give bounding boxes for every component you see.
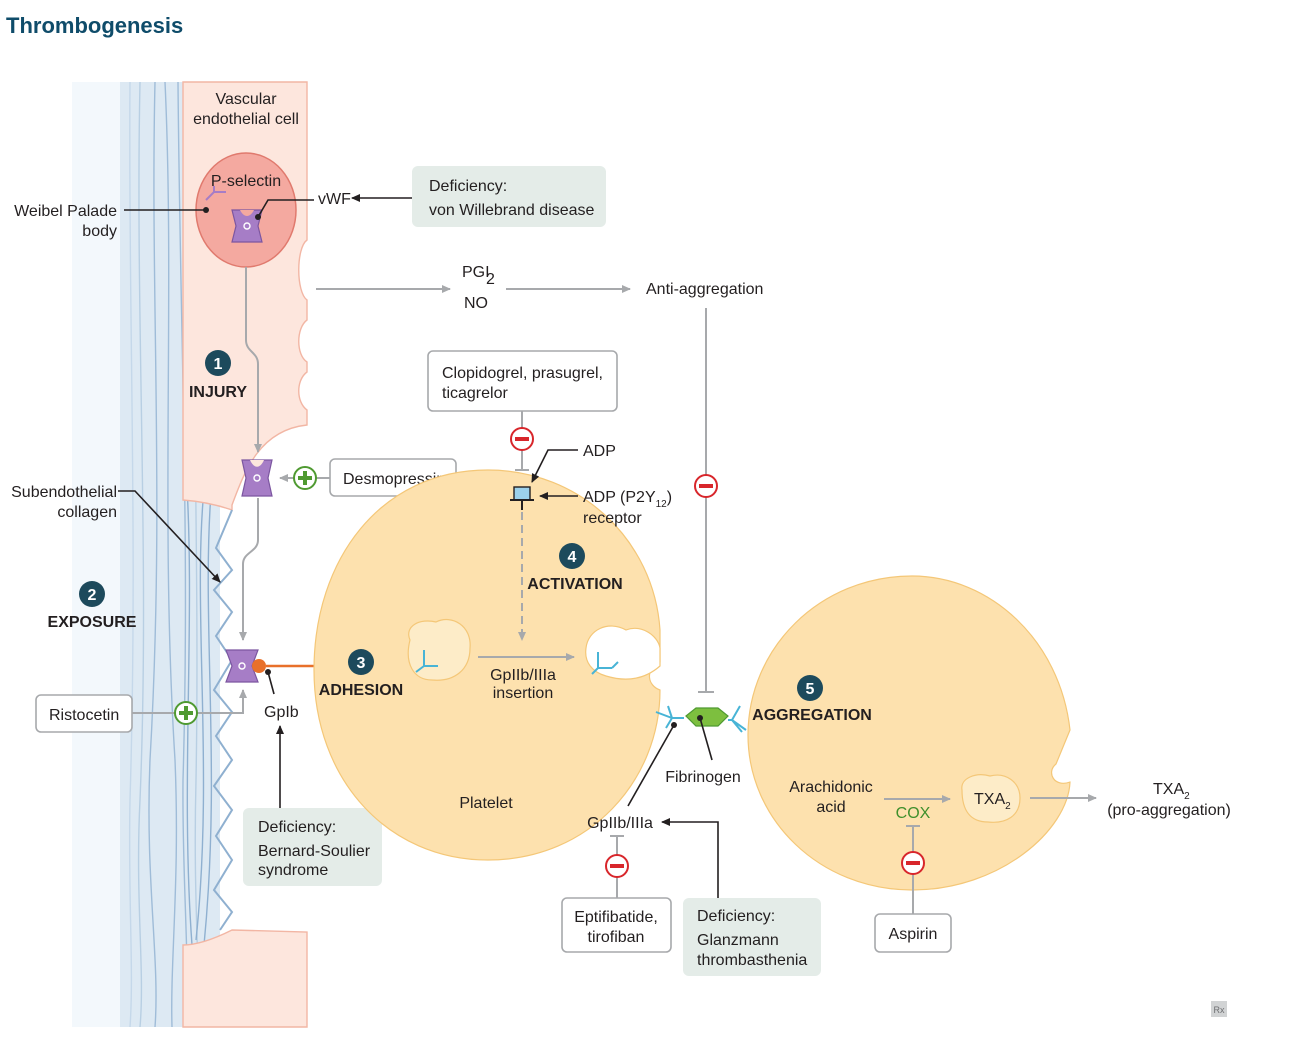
step-1-badge: 1 — [205, 350, 231, 376]
arachidonic-label-2: acid — [816, 799, 845, 816]
bss-name-label-1: Bernard-Soulier — [258, 843, 371, 860]
eptifibatide-inhibit-icon — [605, 854, 629, 878]
vwf-release-arrow — [245, 267, 262, 453]
activation-label: ACTIVATION — [527, 576, 622, 593]
bss-name-label-2: syndrome — [258, 862, 328, 879]
subendothelial-label-2: collagen — [57, 504, 117, 521]
platelet-label: Platelet — [459, 795, 513, 812]
step-3-badge: 3 — [348, 649, 374, 675]
clopidogrel-inhibit-icon — [510, 427, 534, 451]
vwf-label: vWF — [318, 191, 351, 208]
clopidogrel-label-1: Clopidogrel, prasugrel, — [442, 365, 603, 382]
adp-leader — [531, 449, 578, 483]
gpib-label: GpIb — [264, 704, 299, 721]
cox-label: COX — [896, 805, 931, 822]
vwd-deficiency-box — [412, 166, 606, 227]
p-selectin-icon — [205, 186, 226, 201]
pgi-label: PGI — [462, 264, 490, 281]
gpiib-iiia-integrin-icon — [415, 650, 438, 673]
bridging-integrin-right-icon — [728, 705, 747, 733]
vwd-disease-label: von Willebrand disease — [429, 202, 595, 219]
glanzmann-deficiency-box — [683, 898, 821, 976]
gpib-receptor-icon — [252, 659, 318, 673]
ristocetin-label: Ristocetin — [49, 707, 119, 724]
anti-aggregation-inhibit-icon — [694, 474, 718, 498]
svg-text:2: 2 — [88, 587, 97, 604]
gpiib-insertion-label-1: GpIIb/IIIa — [490, 667, 556, 684]
adp-receptor-label-2: receptor — [583, 510, 642, 527]
txa-granule — [961, 774, 1021, 823]
exposure-label: EXPOSURE — [48, 614, 137, 631]
adhesion-label: ADHESION — [319, 682, 403, 699]
platelet-membrane-opening — [585, 625, 661, 680]
txa-out-label-2: (pro-aggregation) — [1107, 802, 1231, 819]
eptifibatide-label-2: tirofiban — [588, 929, 645, 946]
aggregation-label: AGGREGATION — [752, 707, 872, 724]
fibrinogen-label: Fibrinogen — [665, 769, 741, 786]
gpiib-iiia-leader — [627, 724, 675, 807]
glanzmann-name-label-1: Glanzmann — [697, 932, 779, 949]
svg-text:1: 1 — [214, 356, 223, 373]
gpiib-insertion-label-2: insertion — [493, 685, 553, 702]
vwf-binding-arrow — [239, 498, 259, 641]
weibel-palade-label-1: Weibel Palade — [14, 203, 117, 220]
eptifibatide-label-1: Eptifibatide, — [574, 909, 658, 926]
aspirin-box — [874, 913, 952, 953]
fibrinogen-leader — [699, 717, 713, 761]
pgi-subscript: 2 — [486, 271, 495, 288]
arachidonic-label-1: Arachidonic — [789, 779, 873, 796]
fibrinogen-icon — [685, 707, 729, 727]
exposed-collagen-edge — [212, 509, 234, 931]
gpiib-iiia-label: GpIIb/IIIa — [587, 815, 653, 832]
no-label: NO — [464, 295, 488, 312]
vwd-deficiency-label: Deficiency: — [429, 178, 507, 195]
injury-label: INJURY — [189, 384, 247, 401]
bridging-integrin-left-icon — [655, 705, 684, 729]
bss-deficiency-box — [243, 808, 382, 886]
adp-label: ADP — [583, 443, 616, 460]
vascular-endothelial-cell-label-1: Vascular — [215, 91, 277, 108]
aspirin-label: Aspirin — [889, 926, 938, 943]
subendothelial-label-1: Subendothelial — [11, 484, 117, 501]
svg-text:3: 3 — [357, 655, 366, 672]
rx-logo-icon: Rx — [1211, 1001, 1227, 1017]
step-4-badge: 4 — [559, 543, 585, 569]
glanzmann-arrow — [661, 818, 719, 898]
adp-receptor-icon — [510, 486, 534, 510]
eptifibatide-box — [561, 897, 672, 953]
subendothelial-leader — [118, 490, 221, 583]
svg-text:5: 5 — [806, 681, 815, 698]
page-title: Thrombogenesis — [6, 13, 183, 38]
txa-out-label-1: TXA2 — [1153, 781, 1190, 802]
ristocetin-promote-icon — [174, 701, 198, 725]
vascular-endothelial-cell-label-2: endothelial cell — [193, 111, 299, 128]
clopidogrel-label-2: ticagrelor — [442, 385, 508, 402]
glanzmann-deficiency-label: Deficiency: — [697, 908, 775, 925]
txa-label: TXA2 — [974, 791, 1011, 812]
second-platelet-cell — [747, 575, 1071, 891]
vwf-leader — [257, 199, 314, 218]
aspirin-inhibit-icon — [901, 851, 925, 875]
glanzmann-name-label-2: thrombasthenia — [697, 952, 807, 969]
ristocetin-arrow — [132, 689, 247, 714]
inserted-integrin-icon — [591, 652, 619, 675]
step-5-badge: 5 — [797, 675, 823, 701]
desmopressin-promote-icon — [293, 466, 317, 490]
svg-text:4: 4 — [568, 549, 577, 566]
anti-aggregation-label: Anti-aggregation — [646, 281, 763, 298]
svg-text:Rx: Rx — [1214, 1005, 1225, 1015]
adp-receptor-label-1: ADP (P2Y12) — [583, 489, 672, 510]
bound-vwf-icon — [225, 649, 259, 683]
weibel-palade-label-2: body — [82, 223, 117, 240]
p-selectin-label: P-selectin — [211, 173, 281, 190]
bss-deficiency-label: Deficiency: — [258, 819, 336, 836]
released-vwf-icon — [241, 459, 273, 497]
step-2-badge: 2 — [79, 581, 105, 607]
